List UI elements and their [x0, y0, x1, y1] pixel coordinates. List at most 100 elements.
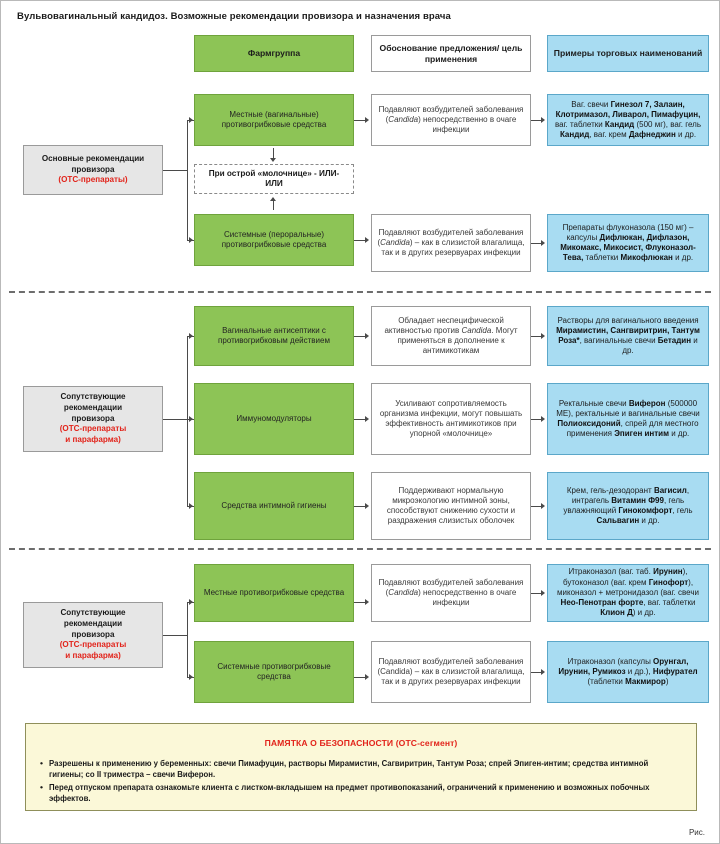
page-title: Вульвовагинальный кандидоз. Возможные ре… [17, 11, 451, 22]
arrow-x1-right [541, 589, 545, 596]
arrow-main-bottom [189, 236, 193, 243]
rationale-box-rx-systemic: Подавляют возбудителей заболевания (Cand… [371, 641, 531, 703]
arrow-r2-mid [365, 236, 369, 243]
brands-box-immunomodulators: Ректальные свечи Виферон (500000 МЕ), ре… [547, 383, 709, 455]
source-adj-line3: провизора [71, 413, 115, 423]
connector-or-bottom [273, 198, 274, 210]
group-box-systemic-antifungal: Системные (пероральные) противогрибковые… [194, 214, 354, 266]
arrow-rx-bottom [189, 673, 193, 680]
group-box-immunomodulators: Иммуномодуляторы [194, 383, 354, 455]
rationale-box-local-antifungal: Подавляют возбудителей заболевания (Cand… [371, 94, 531, 146]
group-box-rx-systemic: Системные противогрибковые средства [194, 641, 354, 703]
brands-box-rx-systemic: Итраконазол (капсулы Орунгал, Ирунин, Ру… [547, 641, 709, 703]
source-box-adjunct-otc: Сопутствующие рекомендации провизора (ОТ… [23, 386, 163, 452]
rationale-box-systemic-antifungal: Подавляют возбудителей заболевания (Cand… [371, 214, 531, 272]
arrow-a3-right [541, 502, 545, 509]
connector-a1-mid [354, 336, 366, 337]
rationale-box-rx-local: Подавляют возбудителей заболевания (Cand… [371, 564, 531, 622]
arrow-x2-right [541, 668, 545, 675]
connector-rx-bottom [187, 677, 199, 678]
brands-box-local-antifungal: Ваг. свечи Гинезол 7, Залаин, Клотримазо… [547, 94, 709, 146]
connector-main-bus [187, 120, 188, 240]
source-rx-line3: провизора [71, 629, 115, 639]
section-divider-1 [9, 291, 711, 293]
safety-list: Разрешены к применению у беременных: све… [40, 757, 682, 804]
source-adj-line1: Сопутствующие [60, 392, 126, 402]
source-box-main: Основные рекомендации провизора (ОТС-пре… [23, 145, 163, 195]
source-main-line1: Основные рекомендации [41, 153, 145, 163]
group-box-intimate-hygiene: Средства интимной гигиены [194, 472, 354, 540]
source-main-line2: провизора [71, 164, 115, 174]
arrow-r1-right [541, 116, 545, 123]
arrow-or-up [270, 197, 276, 201]
connector-adj-bottom [187, 506, 199, 507]
safety-notice: ПАМЯТКА О БЕЗОПАСНОСТИ (ОТС-сегмент) Раз… [25, 723, 697, 811]
arrow-a2-mid [365, 415, 369, 422]
column-header-pharm-group: Фармгруппа [194, 35, 354, 72]
group-box-local-antifungal: Местные (вагинальные) противогрибковые с… [194, 94, 354, 146]
column-header-rationale: Обоснование предложения/ цель применения [371, 35, 531, 72]
arrow-rx-top [189, 598, 193, 605]
connector-r1-mid [354, 120, 366, 121]
or-box-acute-thrush: При острой «молочнице» - ИЛИ-ИЛИ [194, 164, 354, 194]
connector-a3-mid [354, 506, 366, 507]
source-adj-line2: рекомендации [63, 402, 123, 412]
connector-x2-right [531, 672, 542, 673]
arrow-adj-bottom [189, 502, 193, 509]
source-rx-line5: и парафарма) [65, 651, 121, 660]
brands-box-vaginal-antiseptics: Растворы для вагинального введения Мирам… [547, 306, 709, 366]
section-divider-2 [9, 548, 711, 550]
rationale-box-intimate-hygiene: Поддерживают нормальную микроэкологию ин… [371, 472, 531, 540]
connector-x1-right [531, 593, 542, 594]
arrow-r1-mid [365, 116, 369, 123]
arrow-x1-mid [365, 598, 369, 605]
arrow-x2-mid [365, 673, 369, 680]
source-rx-line2: рекомендации [63, 618, 123, 628]
arrow-main-top [189, 116, 193, 123]
connector-adj-stem [163, 419, 187, 420]
connector-a2-mid [354, 419, 366, 420]
connector-a1-right [531, 336, 542, 337]
group-box-rx-local: Местные противогрибковые средства [194, 564, 354, 622]
connector-rx-bus [187, 602, 188, 677]
connector-rx-stem [163, 635, 187, 636]
connector-x1-mid [354, 602, 366, 603]
connector-main-bottom [187, 240, 199, 241]
source-adj-line4: (ОТС-препараты [59, 424, 127, 434]
source-adj-line5: и парафарма) [65, 435, 121, 444]
source-main-line3: (ОТС-препараты) [58, 175, 128, 185]
connector-adj-bus [187, 336, 188, 506]
safety-item: Перед отпуском препарата ознакомьте клие… [40, 781, 682, 804]
rationale-box-vaginal-antiseptics: Обладает неспецифической активностью про… [371, 306, 531, 366]
connector-rx-top [187, 602, 199, 603]
safety-item: Разрешены к применению у беременных: све… [40, 757, 682, 780]
rationale-box-immunomodulators: Усиливают сопротивляемость организма инф… [371, 383, 531, 455]
arrow-a1-right [541, 332, 545, 339]
connector-or-top [273, 148, 274, 160]
connector-r2-mid [354, 240, 366, 241]
brands-box-systemic-antifungal: Препараты флуконазола (150 мг) – капсулы… [547, 214, 709, 272]
safety-title: ПАМЯТКА О БЕЗОПАСНОСТИ (ОТС-сегмент) [264, 738, 458, 748]
connector-x2-mid [354, 677, 366, 678]
connector-main-stem [163, 170, 187, 171]
connector-r1-right [531, 120, 542, 121]
connector-r2-right [531, 243, 542, 244]
connector-a2-right [531, 419, 542, 420]
column-header-brands: Примеры торговых наименований [547, 35, 709, 72]
source-box-rx: Сопутствующие рекомендации провизора (ОТ… [23, 602, 163, 668]
brands-box-intimate-hygiene: Крем, гель-дезодорант Вагисил, интрагель… [547, 472, 709, 540]
connector-a3-right [531, 506, 542, 507]
group-box-vaginal-antiseptics: Вагинальные антисептики с противогрибков… [194, 306, 354, 366]
connector-adj-mid [187, 419, 199, 420]
arrow-a1-mid [365, 332, 369, 339]
figure-label: Рис. [688, 828, 705, 837]
arrow-adj-mid [189, 415, 193, 422]
arrow-a2-right [541, 415, 545, 422]
arrow-r2-right [541, 239, 545, 246]
arrow-a3-mid [365, 502, 369, 509]
arrow-adj-top [189, 332, 193, 339]
connector-main-top [187, 120, 199, 121]
brands-box-rx-local: Итраконазол (ваг. таб. Ирунин), бутокона… [547, 564, 709, 622]
connector-adj-top [187, 336, 199, 337]
